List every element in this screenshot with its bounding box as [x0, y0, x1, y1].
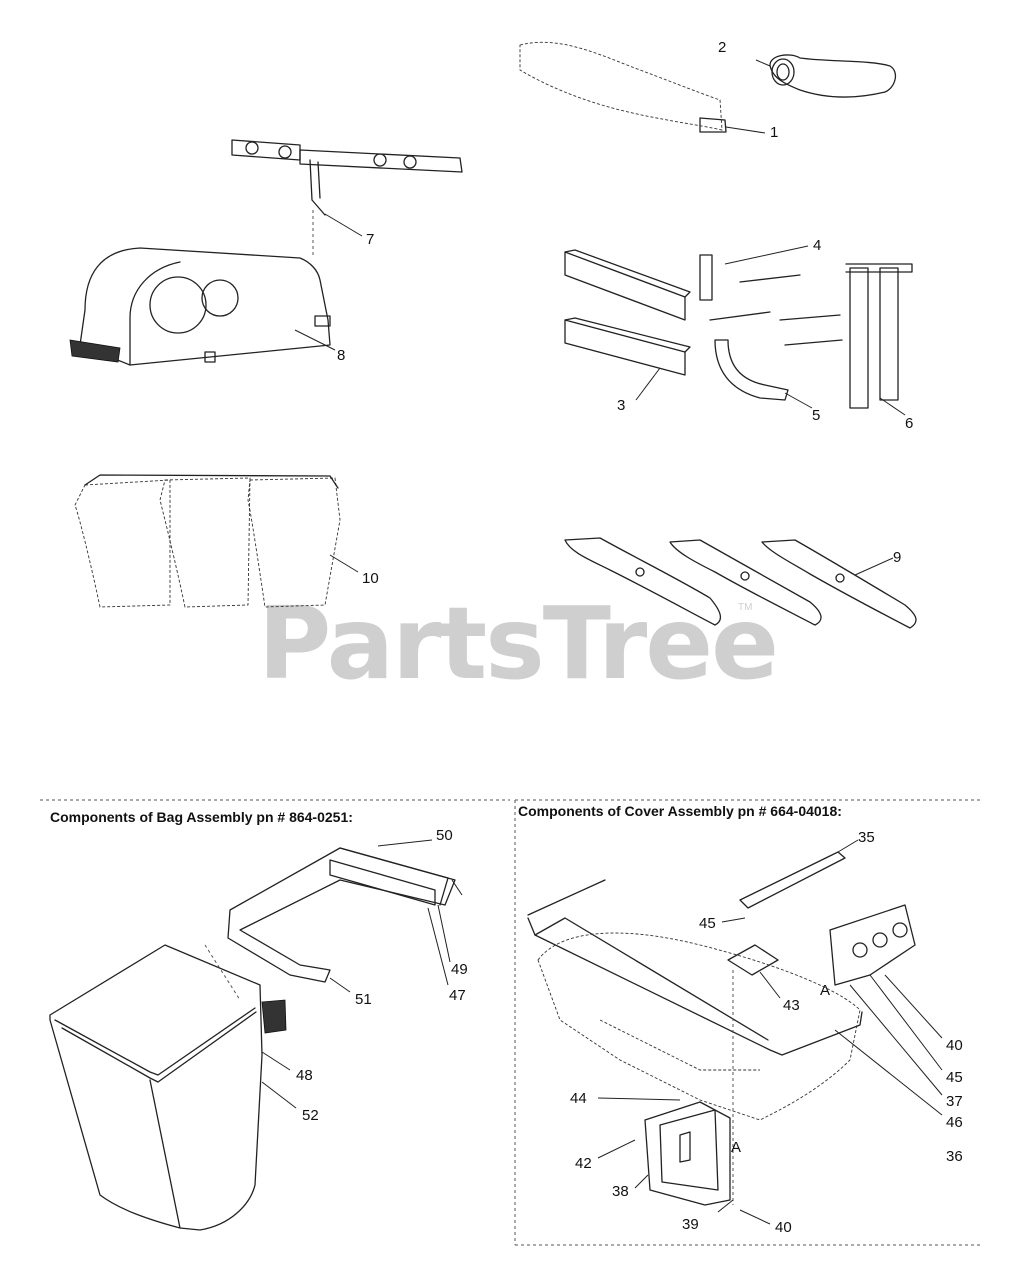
callout-44: 44	[570, 1090, 587, 1107]
bag-assembly-drawing	[49, 839, 463, 1231]
cover-section-title: Components of Cover Assembly pn # 664-04…	[518, 803, 842, 819]
bag-section-title: Components of Bag Assembly pn # 864-0251…	[50, 809, 353, 825]
part-1-chute-tube	[519, 41, 766, 134]
callout-43: 43	[783, 997, 800, 1014]
callout-5: 5	[812, 407, 820, 424]
callout-50: 50	[436, 827, 453, 844]
callout-36: 36	[946, 1148, 963, 1165]
callout-9: 9	[893, 549, 901, 566]
watermark-text: PartsTree	[258, 585, 777, 702]
callout-a1: A	[820, 982, 830, 999]
watermark-trademark: TM	[738, 602, 752, 613]
callout-45b: 45	[946, 1069, 963, 1086]
callout-6: 6	[905, 415, 913, 432]
callout-48: 48	[296, 1067, 313, 1084]
callout-7: 7	[366, 231, 374, 248]
callout-40b: 40	[775, 1219, 792, 1236]
part-7-frame	[231, 139, 463, 258]
callout-39: 39	[682, 1216, 699, 1233]
callout-47: 47	[449, 987, 466, 1004]
part-8-housing	[69, 247, 336, 366]
part-9-blades	[564, 537, 917, 629]
callout-1: 1	[770, 124, 778, 141]
callout-51: 51	[355, 991, 372, 1008]
part-10-bags	[74, 474, 359, 608]
callout-49: 49	[451, 961, 468, 978]
callout-3: 3	[617, 397, 625, 414]
callout-4: 4	[813, 237, 821, 254]
cover-assembly-drawing	[527, 839, 943, 1225]
callout-8: 8	[337, 347, 345, 364]
part-6-plates	[845, 263, 913, 416]
part-2-elbow-chute	[755, 54, 897, 98]
callout-45a: 45	[699, 915, 716, 932]
callout-40a: 40	[946, 1037, 963, 1054]
callout-10: 10	[362, 570, 379, 587]
callout-42: 42	[575, 1155, 592, 1172]
callout-a2: A	[731, 1139, 741, 1156]
callout-46: 46	[946, 1114, 963, 1131]
callout-35: 35	[858, 829, 875, 846]
callout-2: 2	[718, 39, 726, 56]
callout-38: 38	[612, 1183, 629, 1200]
part-3-brackets	[564, 249, 691, 401]
callout-37: 37	[946, 1093, 963, 1110]
callout-52: 52	[302, 1107, 319, 1124]
part-4-5-bracket	[699, 245, 843, 409]
